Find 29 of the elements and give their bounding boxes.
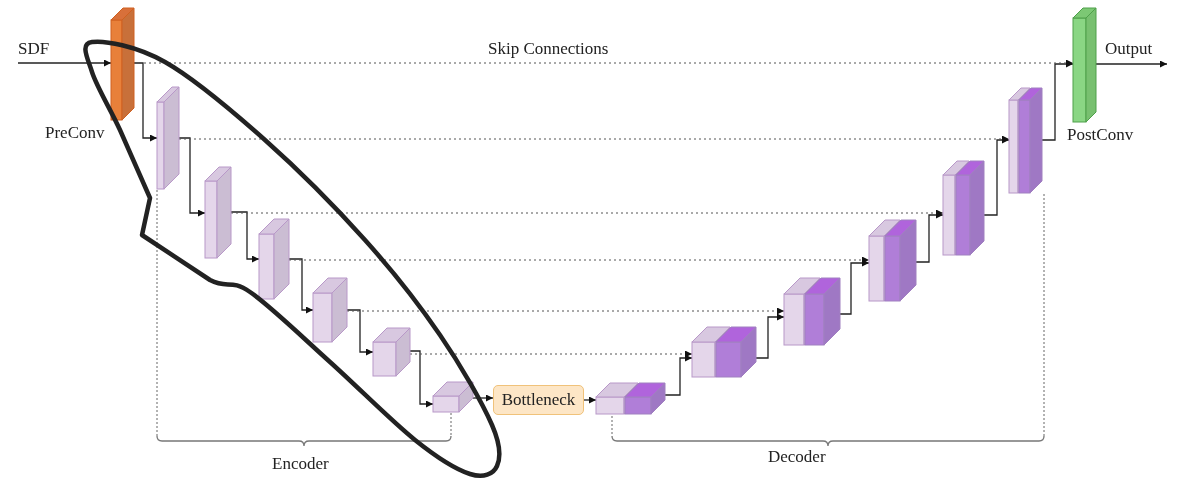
arrow	[583, 396, 597, 404]
skip-connection-arrow	[288, 256, 870, 264]
arrow	[178, 137, 206, 217]
arrow	[230, 211, 260, 263]
input-label: SDF	[18, 40, 62, 66]
arrow	[409, 350, 434, 408]
arrow	[664, 354, 693, 396]
arrow	[17, 59, 112, 67]
arrow	[915, 211, 944, 263]
section-label: Decoder	[768, 448, 826, 466]
arrow	[755, 313, 785, 359]
arrow	[1041, 60, 1074, 141]
section-label: Skip Connections	[488, 40, 609, 58]
block-label: PreConv	[45, 124, 105, 142]
arrow	[288, 258, 314, 314]
arrow	[472, 394, 494, 402]
skip-connection-arrow	[346, 307, 785, 315]
block-label: PostConv	[1067, 126, 1134, 144]
skip-connection-arrow	[178, 135, 1010, 143]
arrow	[983, 136, 1010, 216]
arrow	[1095, 60, 1168, 68]
output-label: Output	[1105, 40, 1167, 66]
skip-connection-arrow	[409, 350, 693, 358]
skip-connection-arrow	[230, 209, 944, 217]
arrow	[346, 309, 374, 356]
arrow	[839, 259, 870, 315]
arrow	[133, 62, 158, 142]
bottleneck-box: Bottleneck	[493, 385, 584, 415]
section-label: Encoder	[272, 455, 329, 473]
